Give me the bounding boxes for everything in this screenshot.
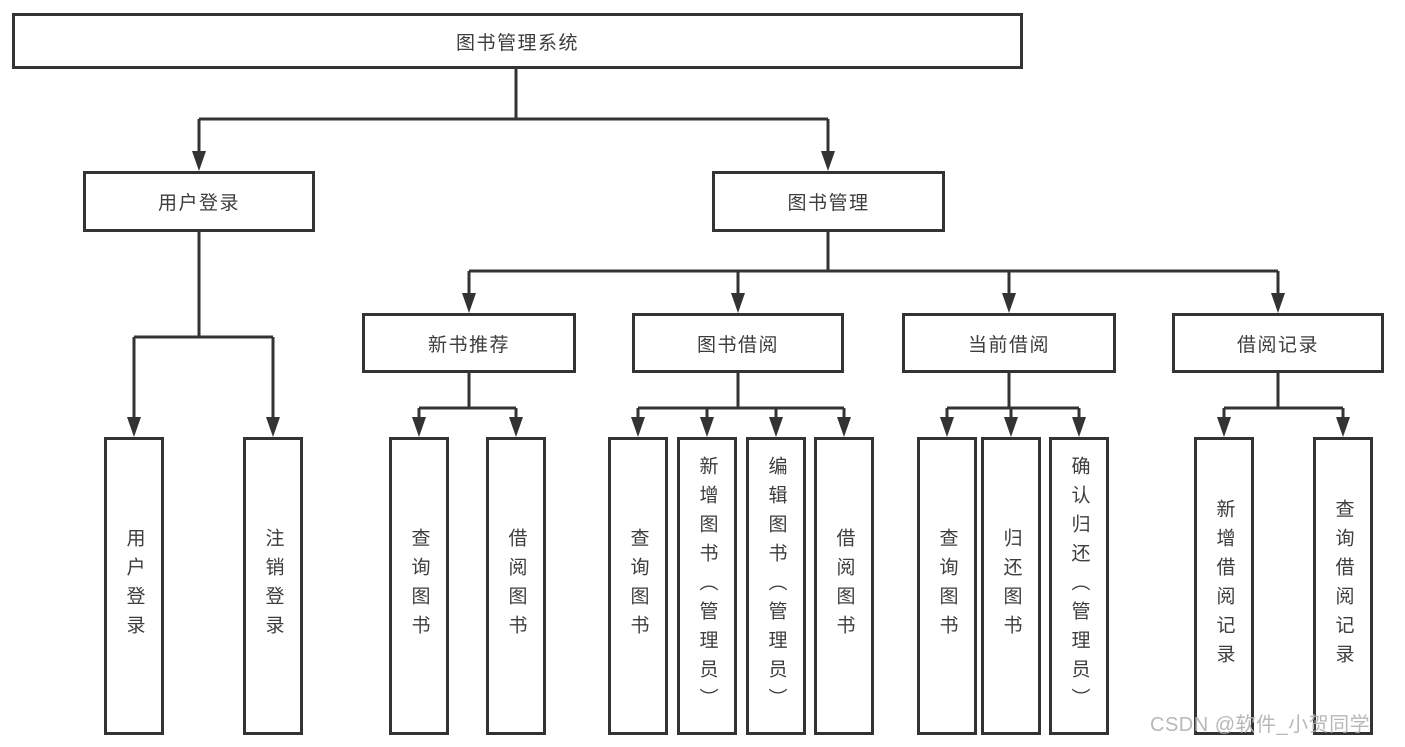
leaf-return-books: 归还图书 xyxy=(981,437,1041,735)
node-label: 新增图书（管理员） xyxy=(696,455,718,717)
leaf-logout: 注销登录 xyxy=(243,437,303,735)
leaf-add-books-admin: 新增图书（管理员） xyxy=(677,437,737,735)
connector-borrowing-records-children xyxy=(1217,373,1350,437)
leaf-confirm-return-admin: 确认归还（管理员） xyxy=(1049,437,1109,735)
node-label: 注销登录 xyxy=(262,528,284,644)
node-current-borrowing: 当前借阅 xyxy=(902,313,1116,373)
leaf-edit-books-admin: 编辑图书（管理员） xyxy=(746,437,806,735)
node-label: 确认归还（管理员） xyxy=(1068,455,1090,717)
leaf-query-books-borrowing: 查询图书 xyxy=(608,437,668,735)
node-book-borrowing: 图书借阅 xyxy=(632,313,844,373)
connector-book-management-children xyxy=(462,232,1285,313)
node-label: 编辑图书（管理员） xyxy=(765,455,787,717)
arrowhead-borrowing-records xyxy=(1271,293,1285,313)
node-label: 当前借阅 xyxy=(967,334,1050,356)
node-user-login: 用户登录 xyxy=(83,171,315,232)
node-label: 借阅图书 xyxy=(505,528,527,644)
node-borrowing-records: 借阅记录 xyxy=(1172,313,1384,373)
node-book-management-system: 图书管理系统 xyxy=(12,13,1023,69)
leaf-add-borrowing-record: 新增借阅记录 xyxy=(1194,437,1254,735)
arrowhead-leaf-user-login xyxy=(127,417,141,437)
csdn-watermark: CSDN @软件_小贺同学 xyxy=(1150,714,1371,736)
node-book-management: 图书管理 xyxy=(712,171,945,232)
node-label: 用户登录 xyxy=(157,193,240,214)
leaf-user-login: 用户登录 xyxy=(104,437,164,735)
leaf-query-books-current: 查询图书 xyxy=(917,437,977,735)
node-label: 新书推荐 xyxy=(427,334,510,356)
connector-new-book-recommendation-children xyxy=(412,373,523,437)
node-label: 借阅记录 xyxy=(1236,334,1319,356)
node-new-book-recommendation: 新书推荐 xyxy=(362,313,576,373)
leaf-query-books-recommendation: 查询图书 xyxy=(389,437,449,735)
arrowhead-leaf-logout xyxy=(266,417,280,437)
leaf-borrow-books-borrowing: 借阅图书 xyxy=(814,437,874,735)
leaf-query-borrowing-record: 查询借阅记录 xyxy=(1313,437,1373,735)
arrowhead-book-management xyxy=(821,151,835,171)
node-label: 图书借阅 xyxy=(696,334,779,356)
node-label: 图书管理系统 xyxy=(455,32,579,54)
node-label: 归还图书 xyxy=(1000,528,1022,644)
connector-root-to-level2 xyxy=(192,69,835,171)
node-label: 查询图书 xyxy=(627,528,649,644)
arrowhead-user-login xyxy=(192,151,206,171)
connector-user-login-children xyxy=(127,232,280,437)
arrowhead-current-borrowing xyxy=(1002,293,1016,313)
arrowhead-book-borrowing xyxy=(731,293,745,313)
leaf-borrow-books-recommendation: 借阅图书 xyxy=(486,437,546,735)
node-label: 新增借阅记录 xyxy=(1213,499,1235,673)
node-label: 查询借阅记录 xyxy=(1332,499,1354,673)
node-label: 用户登录 xyxy=(123,528,145,644)
node-label: 查询图书 xyxy=(408,528,430,644)
connector-book-borrowing-children xyxy=(631,373,851,437)
node-label: 查询图书 xyxy=(936,528,958,644)
connector-current-borrowing-children xyxy=(940,373,1086,437)
arrowhead-new-book-recommendation xyxy=(462,293,476,313)
node-label: 借阅图书 xyxy=(833,528,855,644)
node-label: 图书管理 xyxy=(787,193,870,214)
